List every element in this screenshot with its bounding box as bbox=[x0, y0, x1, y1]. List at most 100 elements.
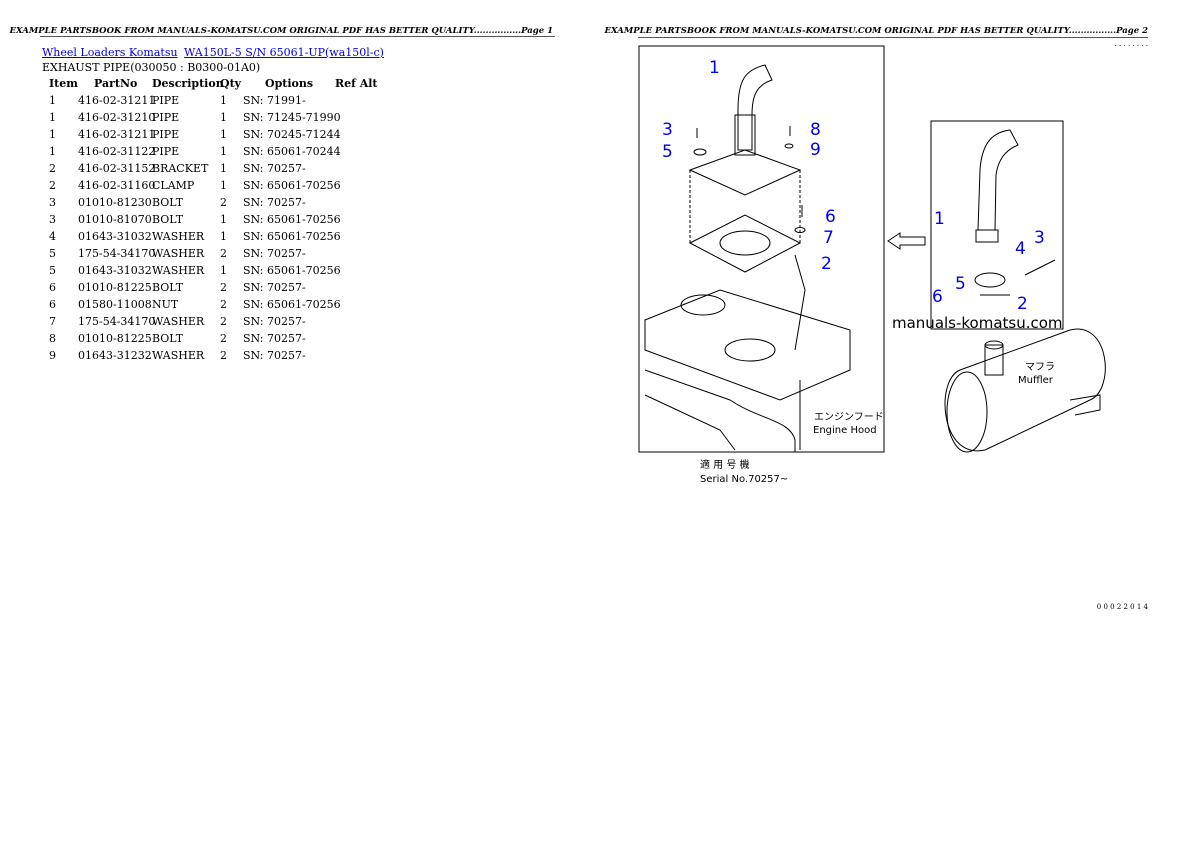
cell-options: SN: 70257- bbox=[243, 196, 306, 209]
col-options: Options bbox=[265, 77, 314, 90]
cell-qty: 1 bbox=[220, 230, 227, 243]
svg-text:3: 3 bbox=[1034, 228, 1045, 248]
cell-description: PIPE bbox=[152, 111, 180, 124]
cell-options: SN: 70245-71244 bbox=[243, 128, 341, 141]
cell-partno: 01643-31032 bbox=[78, 230, 152, 243]
cell-options: SN: 70257- bbox=[243, 332, 306, 345]
cell-qty: 2 bbox=[220, 281, 227, 294]
svg-text:1: 1 bbox=[709, 58, 720, 78]
page2-header: EXAMPLE PARTSBOOK FROM MANUALS-KOMATSU.C… bbox=[604, 26, 1148, 36]
cell-item: 6 bbox=[49, 298, 56, 311]
cell-description: BRACKET bbox=[152, 162, 209, 175]
cell-item: 2 bbox=[49, 162, 56, 175]
cell-description: PIPE bbox=[152, 94, 180, 107]
breadcrumb: Wheel Loaders Komatsu WA150L-5 S/N 65061… bbox=[42, 46, 384, 59]
cell-qty: 1 bbox=[220, 264, 227, 277]
cell-partno: 416-02-31152 bbox=[78, 162, 156, 175]
cell-description: WASHER bbox=[152, 315, 205, 328]
cell-qty: 2 bbox=[220, 196, 227, 209]
cell-description: CLAMP bbox=[152, 179, 195, 192]
cell-options: SN: 70257- bbox=[243, 281, 306, 294]
cell-options: SN: 70257- bbox=[243, 247, 306, 260]
cell-item: 1 bbox=[49, 145, 56, 158]
svg-text:2: 2 bbox=[1017, 294, 1028, 314]
cell-qty: 2 bbox=[220, 349, 227, 362]
svg-text:6: 6 bbox=[825, 207, 836, 227]
cell-item: 1 bbox=[49, 128, 56, 141]
col-partno: PartNo bbox=[94, 77, 138, 90]
svg-text:5: 5 bbox=[662, 142, 673, 162]
cell-item: 4 bbox=[49, 230, 56, 243]
cell-qty: 1 bbox=[220, 179, 227, 192]
cell-qty: 1 bbox=[220, 94, 227, 107]
svg-text:2: 2 bbox=[821, 254, 832, 274]
page2-top-code: . . . . . . . . bbox=[1114, 40, 1148, 48]
cell-partno: 416-02-31122 bbox=[78, 145, 156, 158]
col-description: Description bbox=[152, 77, 224, 90]
svg-text:4: 4 bbox=[1015, 239, 1026, 259]
cell-qty: 1 bbox=[220, 111, 227, 124]
cell-description: WASHER bbox=[152, 264, 205, 277]
cell-partno: 01643-31032 bbox=[78, 264, 152, 277]
col-item: Item bbox=[49, 77, 78, 90]
page1-header-rule bbox=[40, 36, 555, 37]
cell-partno: 01010-81070 bbox=[78, 213, 152, 226]
svg-text:1: 1 bbox=[934, 209, 945, 229]
cell-item: 3 bbox=[49, 213, 56, 226]
cell-options: SN: 65061-70256 bbox=[243, 230, 341, 243]
cell-options: SN: 71245-71990 bbox=[243, 111, 341, 124]
serial-label-en: Serial No.70257~ bbox=[700, 474, 788, 485]
svg-text:8: 8 bbox=[810, 120, 821, 140]
cell-qty: 2 bbox=[220, 247, 227, 260]
cell-partno: 01580-11008 bbox=[78, 298, 152, 311]
left-diagram-frame bbox=[638, 45, 885, 453]
breadcrumb-link-model[interactable]: WA150L-5 S/N 65061-UP(wa150l-c) bbox=[184, 46, 384, 59]
cell-description: PIPE bbox=[152, 145, 180, 158]
cell-options: SN: 65061-70256 bbox=[243, 264, 341, 277]
right-diagram-frame bbox=[930, 120, 1064, 330]
cell-partno: 01643-31232 bbox=[78, 349, 152, 362]
col-refalt: Ref Alt bbox=[335, 77, 378, 90]
cell-partno: 416-02-31211 bbox=[78, 94, 156, 107]
cell-item: 1 bbox=[49, 111, 56, 124]
svg-text:3: 3 bbox=[662, 120, 673, 140]
cell-partno: 416-02-31211 bbox=[78, 128, 156, 141]
cell-options: SN: 70257- bbox=[243, 315, 306, 328]
cell-item: 9 bbox=[49, 349, 56, 362]
cell-partno: 175-54-34170 bbox=[78, 247, 156, 260]
cell-options: SN: 70257- bbox=[243, 162, 306, 175]
watermark: manuals-komatsu.com bbox=[892, 314, 1063, 332]
cell-options: SN: 71991- bbox=[243, 94, 306, 107]
page1-header: EXAMPLE PARTSBOOK FROM MANUALS-KOMATSU.C… bbox=[9, 26, 553, 36]
serial-label-jp: 適 用 号 機 bbox=[700, 458, 750, 471]
cell-qty: 2 bbox=[220, 332, 227, 345]
col-qty: Qty bbox=[220, 77, 242, 90]
cell-description: BOLT bbox=[152, 213, 184, 226]
cell-qty: 1 bbox=[220, 128, 227, 141]
cell-item: 5 bbox=[49, 247, 56, 260]
cell-qty: 2 bbox=[220, 298, 227, 311]
cell-qty: 1 bbox=[220, 145, 227, 158]
cell-description: NUT bbox=[152, 298, 179, 311]
cell-description: WASHER bbox=[152, 247, 205, 260]
cell-description: WASHER bbox=[152, 230, 205, 243]
cell-options: SN: 65061-70256 bbox=[243, 179, 341, 192]
cell-item: 8 bbox=[49, 332, 56, 345]
cell-qty: 1 bbox=[220, 162, 227, 175]
svg-text:6: 6 bbox=[932, 287, 943, 307]
hood-label-jp: エンジンフード bbox=[814, 412, 884, 423]
cell-item: 3 bbox=[49, 196, 56, 209]
svg-text:9: 9 bbox=[810, 140, 821, 160]
muffler-label-jp: マフラ bbox=[1025, 361, 1055, 373]
breadcrumb-link-category[interactable]: Wheel Loaders Komatsu bbox=[42, 46, 178, 59]
cell-description: WASHER bbox=[152, 349, 205, 362]
cell-partno: 416-02-31210 bbox=[78, 111, 156, 124]
cell-options: SN: 65061-70256 bbox=[243, 213, 341, 226]
svg-text:7: 7 bbox=[823, 228, 834, 248]
cell-options: SN: 65061-70256 bbox=[243, 298, 341, 311]
page-title: EXHAUST PIPE(030050 : B0300-01A0) bbox=[42, 61, 261, 74]
cell-partno: 01010-81225 bbox=[78, 332, 152, 345]
hood-label-en: Engine Hood bbox=[813, 425, 877, 436]
cell-options: SN: 65061-70244 bbox=[243, 145, 341, 158]
